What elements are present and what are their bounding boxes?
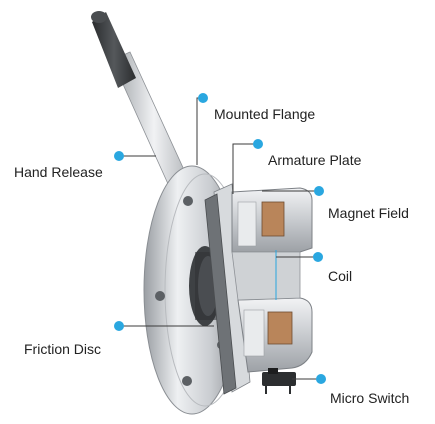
label-armature-plate: Armature Plate: [268, 152, 362, 168]
callout-dot-friction-disc: [114, 321, 124, 331]
magnet-field-lower: [237, 297, 313, 373]
lever-grip-cap: [91, 11, 107, 23]
hand-release-lever: [91, 11, 197, 207]
callout-dot-coil: [313, 252, 323, 262]
label-friction-disc: Friction Disc: [24, 341, 102, 357]
label-hand-release: Hand Release: [14, 164, 103, 180]
callout-dot-mounted-flange: [198, 93, 208, 103]
bolt-hole-mid: [155, 291, 165, 301]
bolt-hole-bottom: [182, 376, 192, 386]
label-coil: Coil: [328, 268, 353, 284]
bolt-hole-top: [183, 196, 193, 206]
lever-grip: [92, 12, 136, 88]
leader-mounted-flange: [196, 97, 203, 165]
label-micro-switch: Micro Switch: [330, 390, 410, 406]
label-magnet-field: Magnet Field: [328, 205, 409, 221]
leader-armature-plate: [232, 143, 258, 194]
body-core: [231, 250, 301, 301]
callout-dot-hand-release: [114, 151, 124, 161]
magnet-field-upper: [231, 187, 313, 253]
callout-dot-magnet-field: [314, 186, 324, 196]
label-mounted-flange: Mounted Flange: [214, 106, 316, 122]
micro-switch: [262, 368, 296, 394]
coil-upper: [261, 201, 285, 237]
coil-lower: [267, 311, 293, 345]
callout-dots: [114, 93, 326, 384]
callout-dot-micro-switch: [316, 374, 326, 384]
callout-dot-armature-plate: [253, 139, 263, 149]
friction-disc: [204, 193, 237, 395]
